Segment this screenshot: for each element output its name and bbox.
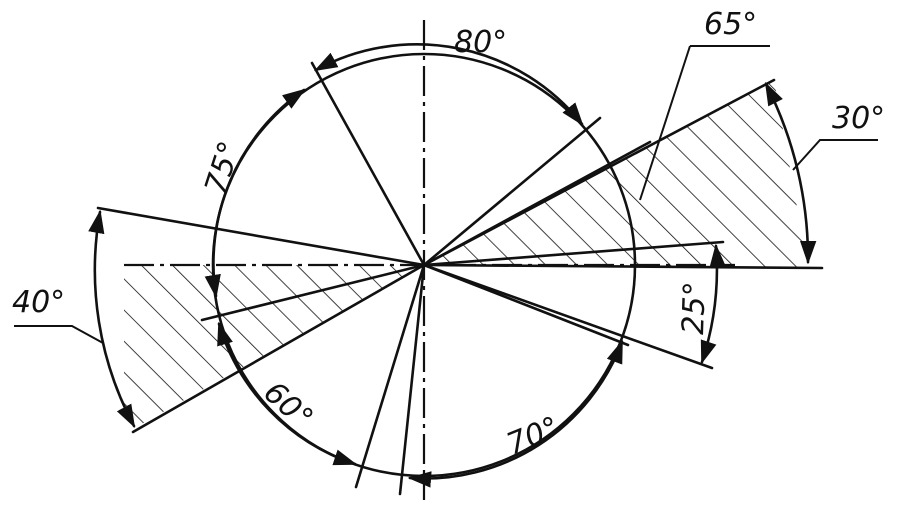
label-30: 30° — [832, 101, 885, 136]
ray-lower-right-70 — [422, 263, 630, 347]
label-25: 25° — [676, 281, 713, 335]
arc-75 — [204, 88, 306, 299]
arc-80 — [313, 43, 584, 126]
label-80: 80° — [454, 25, 507, 60]
ray-inner-left — [200, 263, 426, 322]
arc-40 — [88, 209, 136, 429]
arc-25 — [700, 243, 726, 365]
hatched-sector-right — [424, 80, 808, 268]
leader-40 — [14, 325, 104, 344]
ray-right-horizontal — [422, 263, 824, 270]
ray-inner-right-2 — [422, 240, 725, 267]
ray-upper-left — [310, 61, 426, 267]
ray-to-40-bound-top — [96, 206, 426, 267]
arc-60 — [217, 321, 358, 466]
label-60: 60° — [257, 375, 320, 437]
ray-lower-left — [354, 263, 426, 489]
ray-lower-near-vertical — [398, 263, 426, 496]
ray-upper-right — [422, 116, 602, 267]
label-70: 70° — [502, 410, 564, 462]
leader-65-slant — [639, 45, 691, 201]
ray-lower-right-25 — [422, 263, 714, 370]
leader-30 — [792, 139, 878, 171]
ray-inner-right-1 — [422, 140, 652, 267]
arc-70 — [407, 339, 624, 488]
label-40: 40° — [12, 285, 65, 320]
arc-30 — [764, 81, 817, 265]
label-75: 75° — [198, 137, 248, 198]
label-65: 65° — [704, 7, 757, 42]
